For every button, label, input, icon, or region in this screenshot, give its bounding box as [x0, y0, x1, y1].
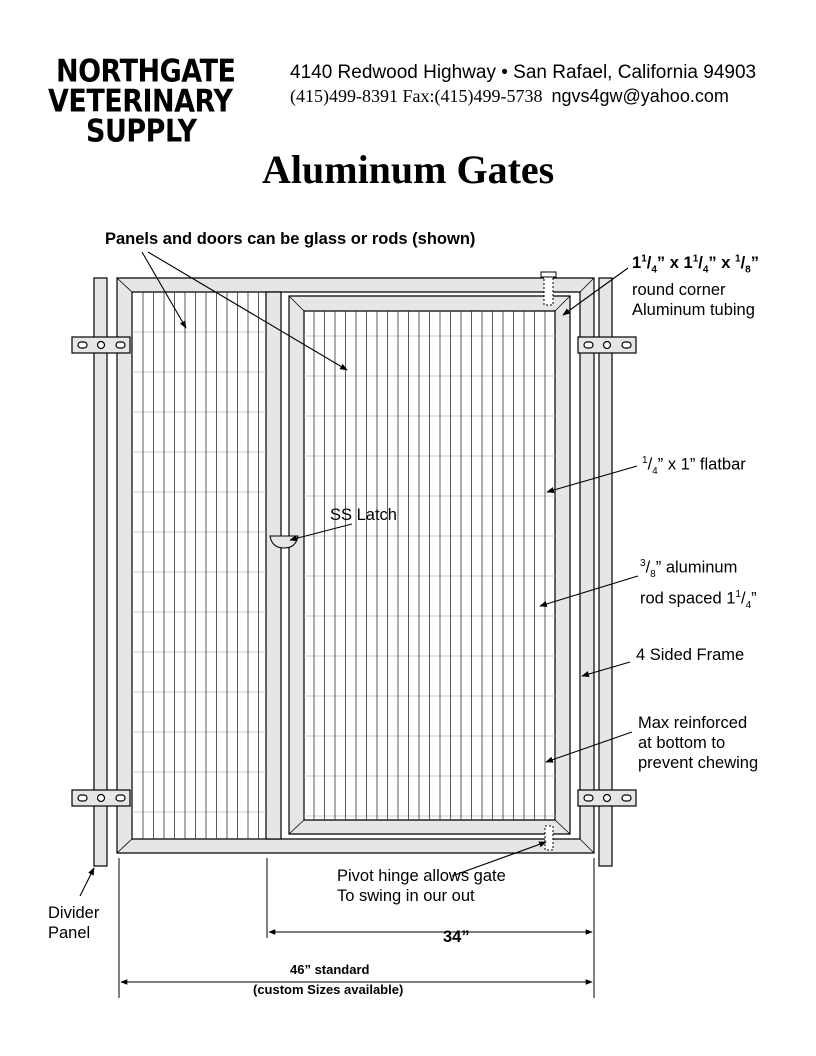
bracket-hole	[602, 340, 612, 350]
email-link[interactable]: ngvs4gw@yahoo.com	[551, 86, 729, 106]
bracket-slot	[621, 794, 632, 802]
page-title: Aluminum Gates	[262, 147, 555, 192]
bracket-hole	[602, 793, 612, 803]
dimension-46: 46” standard	[290, 962, 370, 977]
bracket-slot	[583, 341, 594, 349]
outer-frame	[116, 277, 595, 854]
middle-bar	[265, 291, 282, 840]
label-flatbar: 1/4” x 1” flatbar	[642, 455, 746, 477]
top-pivot-pin	[543, 274, 554, 306]
phone-fax: (415)499-8391 Fax:(415)499-5738	[290, 86, 543, 106]
bracket-slot	[621, 341, 632, 349]
northgate-logo: NORTHGATE VETERINARY SUPPLY	[48, 53, 236, 150]
bracket-slot	[583, 794, 594, 802]
left-divider-post	[93, 277, 108, 867]
label-frame: 4 Sided Frame	[636, 646, 745, 664]
bracket-slot	[77, 794, 88, 802]
dimension-46-note: (custom Sizes available)	[253, 982, 404, 997]
label-latch: SS Latch	[330, 506, 397, 524]
address: 4140 Redwood Highway • San Rafael, Calif…	[290, 62, 757, 83]
label-panels: Panels and doors can be glass or rods (s…	[105, 230, 476, 248]
dimension-34: 34”	[443, 928, 470, 946]
rods	[132, 292, 555, 839]
bracket-slot	[77, 341, 88, 349]
bracket-hole	[96, 793, 106, 803]
bracket-hole	[96, 340, 106, 350]
bottom-pivot-hinge	[544, 825, 554, 851]
right-divider-post	[598, 277, 613, 867]
bracket-slot	[115, 794, 126, 802]
bracket-slot	[115, 341, 126, 349]
contact-line: (415)499-8391 Fax:(415)499-5738 ngvs4gw@…	[290, 86, 729, 107]
